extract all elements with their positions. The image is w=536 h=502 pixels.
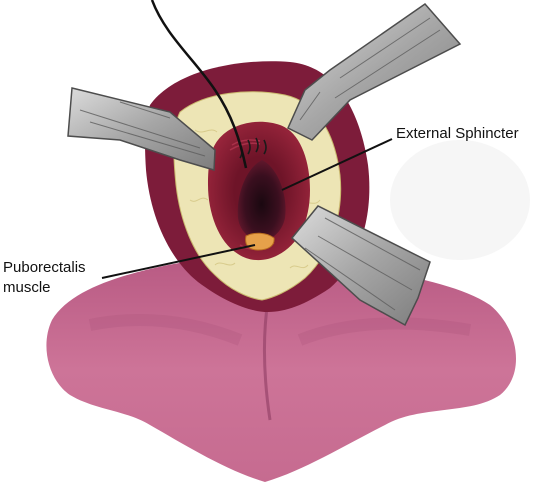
background-shading xyxy=(390,140,530,260)
external-sphincter-label: External Sphincter xyxy=(396,125,519,142)
external-sphincter-leader-line xyxy=(281,138,393,191)
puborectalis-leader-line xyxy=(101,244,256,279)
skin-shading-left xyxy=(88,314,243,346)
puborectalis-label-line2: muscle xyxy=(3,279,51,296)
anal-opening xyxy=(237,160,286,240)
gluteal-cleft xyxy=(262,299,272,421)
puborectalis-muscle xyxy=(245,232,275,251)
retractor-top-right xyxy=(287,3,462,141)
skin-shading-right xyxy=(297,317,471,346)
puborectalis-label: Puborectalis muscle xyxy=(3,258,86,298)
puborectalis-label-line1: Puborectalis xyxy=(3,259,86,276)
suture-thread-icon xyxy=(150,0,248,169)
retractor-left xyxy=(67,87,216,171)
retractor-bottom-right xyxy=(290,205,431,327)
